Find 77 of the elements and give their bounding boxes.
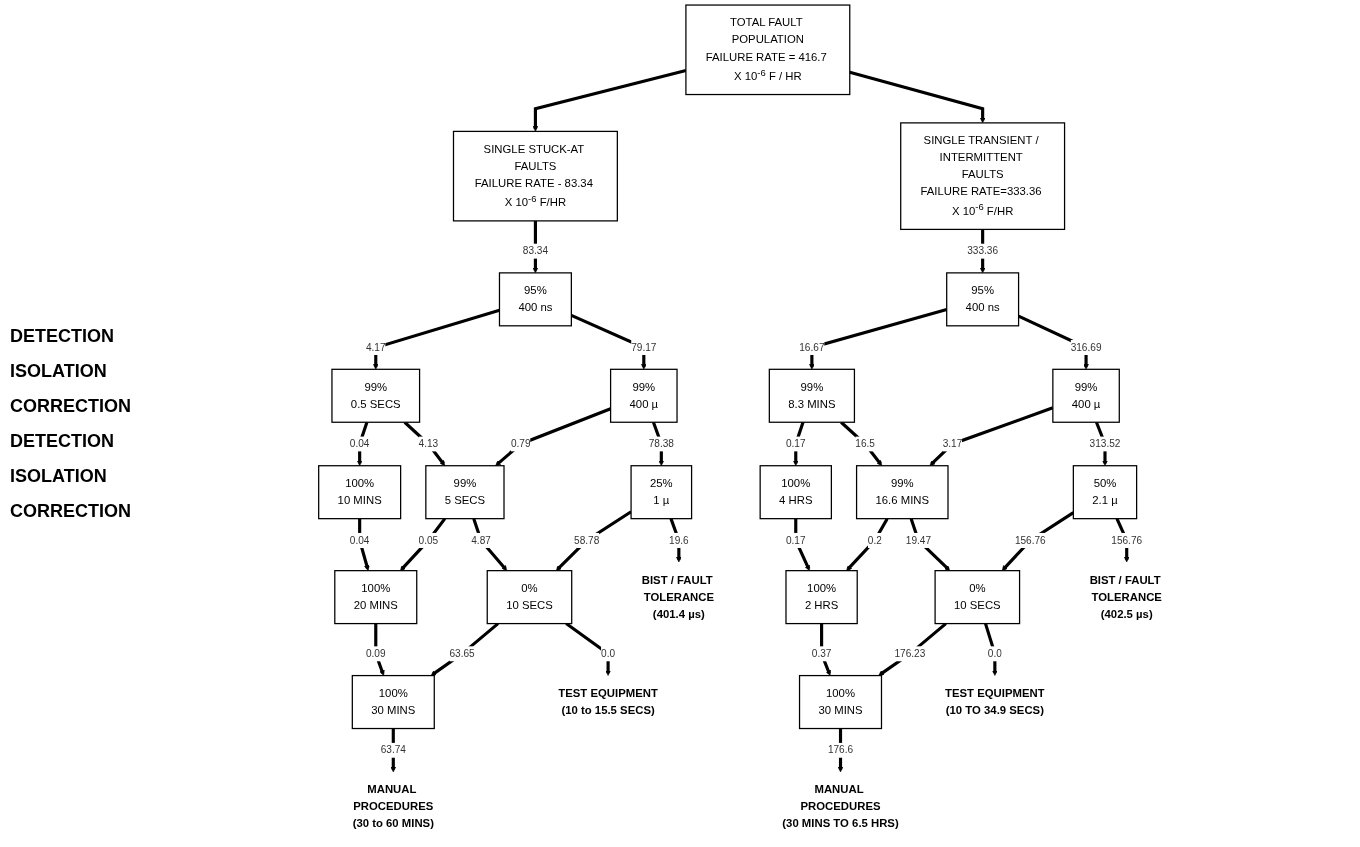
- edge-label: 313.52: [1089, 438, 1121, 450]
- node-text: BIST / FAULT TOLERANCE (402.5 µs): [1089, 573, 1162, 621]
- node-box: 95% 400 ns: [498, 272, 572, 327]
- arrow: [846, 517, 889, 571]
- arrow: [840, 421, 883, 466]
- edge-label: 79.17: [631, 341, 657, 353]
- edge-label: 0.79: [510, 438, 531, 450]
- edge-label: 0.17: [785, 438, 806, 450]
- node-box: 100% 20 MINS: [334, 570, 418, 625]
- node-box: SINGLE STUCK-AT FAULTS FAILURE RATE - 83.34 X 10$^{-6}$ F/HR: [452, 130, 618, 222]
- node-box: 99% 400 µ: [1052, 368, 1120, 423]
- edge-label: 3.17: [942, 438, 963, 450]
- node-box: 95% 400 ns: [946, 272, 1020, 327]
- node-box: SINGLE TRANSIENT / INTERMITTENT FAULTS FAILURE RATE=333.36 X 10$^{-6}$ F/HR: [900, 122, 1066, 231]
- node-box: 99% 8.3 MINS: [768, 368, 856, 423]
- node-box: 100% 30 MINS: [798, 674, 883, 730]
- node-box: 100% 2 HRS: [785, 570, 858, 625]
- edge-label: 16.5: [855, 438, 875, 450]
- edge-label: 0.0: [601, 648, 616, 659]
- node-box: 100% 30 MINS: [351, 674, 435, 730]
- node-text: TEST EQUIPMENT (10 TO 34.9 SECS): [945, 686, 1045, 717]
- arrow: [373, 308, 500, 370]
- node-text: MANUAL PROCEDURES (30 to 60 MINS): [352, 783, 434, 830]
- node-box: 0% 10 SECS: [486, 570, 573, 625]
- edge-label: 19.6: [669, 534, 689, 546]
- edge-label: 0.2: [867, 534, 882, 546]
- edge-label: 4.87: [471, 534, 491, 546]
- edge-label: 0.0: [987, 648, 1002, 659]
- node-box: 100% 4 HRS: [759, 465, 832, 520]
- row-label: CORRECTION: [10, 395, 132, 417]
- edge-label: 316.69: [1070, 341, 1102, 353]
- row-label: DETECTION: [10, 430, 115, 452]
- edge-label: 0.04: [349, 438, 370, 450]
- edge-label: 0.17: [785, 534, 806, 546]
- edge-label: 83.34: [522, 245, 549, 257]
- arrow: [430, 622, 499, 676]
- edge-label: 156.76: [1111, 534, 1143, 546]
- row-label: CORRECTION: [10, 500, 132, 522]
- row-label: ISOLATION: [10, 465, 108, 487]
- arrow: [472, 518, 508, 571]
- edge-label: 176.6: [827, 744, 854, 756]
- node-box: 99% 16.6 MINS: [855, 465, 949, 520]
- node-box: 100% 10 MINS: [318, 465, 402, 520]
- node-box: TOTAL FAULT POPULATION FAILURE RATE = 416.7 X 10$^{-6}$ F / HR: [685, 4, 851, 96]
- node-box: 99% 400 µ: [609, 368, 678, 423]
- edge-label: 63.65: [449, 648, 475, 659]
- arrow: [984, 623, 998, 676]
- edge-label: 63.74: [380, 744, 406, 756]
- arrow: [849, 70, 986, 124]
- edge-label: 0.04: [349, 534, 370, 546]
- node-text: MANUAL PROCEDURES (30 MINS TO 6.5 HRS): [782, 783, 899, 830]
- edge-label: 78.38: [648, 438, 674, 450]
- node-box: 99% 0.5 SECS: [331, 368, 421, 423]
- row-label: DETECTION: [10, 325, 115, 347]
- arrow: [565, 622, 611, 676]
- edge-label: 176.23: [894, 648, 926, 659]
- edge-label: 4.17: [365, 341, 386, 353]
- node-box: 0% 10 SECS: [934, 570, 1021, 625]
- edge-label: 0.05: [418, 534, 439, 546]
- edge-label: 58.78: [574, 534, 600, 546]
- arrow: [400, 517, 447, 571]
- node-box: 99% 5 SECS: [425, 465, 505, 520]
- edge-label: 0.37: [811, 648, 832, 659]
- arrow: [878, 622, 947, 676]
- edge-label: 19.47: [905, 534, 932, 546]
- edge-label: 0.09: [365, 648, 386, 659]
- edge-label: 4.13: [418, 438, 439, 450]
- node-box: 25% 1 µ: [630, 465, 693, 520]
- arrow: [403, 421, 446, 466]
- arrow: [555, 510, 632, 571]
- node-box: 50% 2.1 µ: [1072, 465, 1138, 520]
- edge-label: 156.76: [1014, 534, 1046, 546]
- row-label: ISOLATION: [10, 360, 108, 382]
- edge-label: 16.67: [799, 341, 825, 353]
- node-text: BIST / FAULT TOLERANCE (401.4 µs): [641, 573, 715, 621]
- edge-label: 333.36: [967, 245, 999, 257]
- node-text: TEST EQUIPMENT (10 to 15.5 SECS): [558, 686, 658, 717]
